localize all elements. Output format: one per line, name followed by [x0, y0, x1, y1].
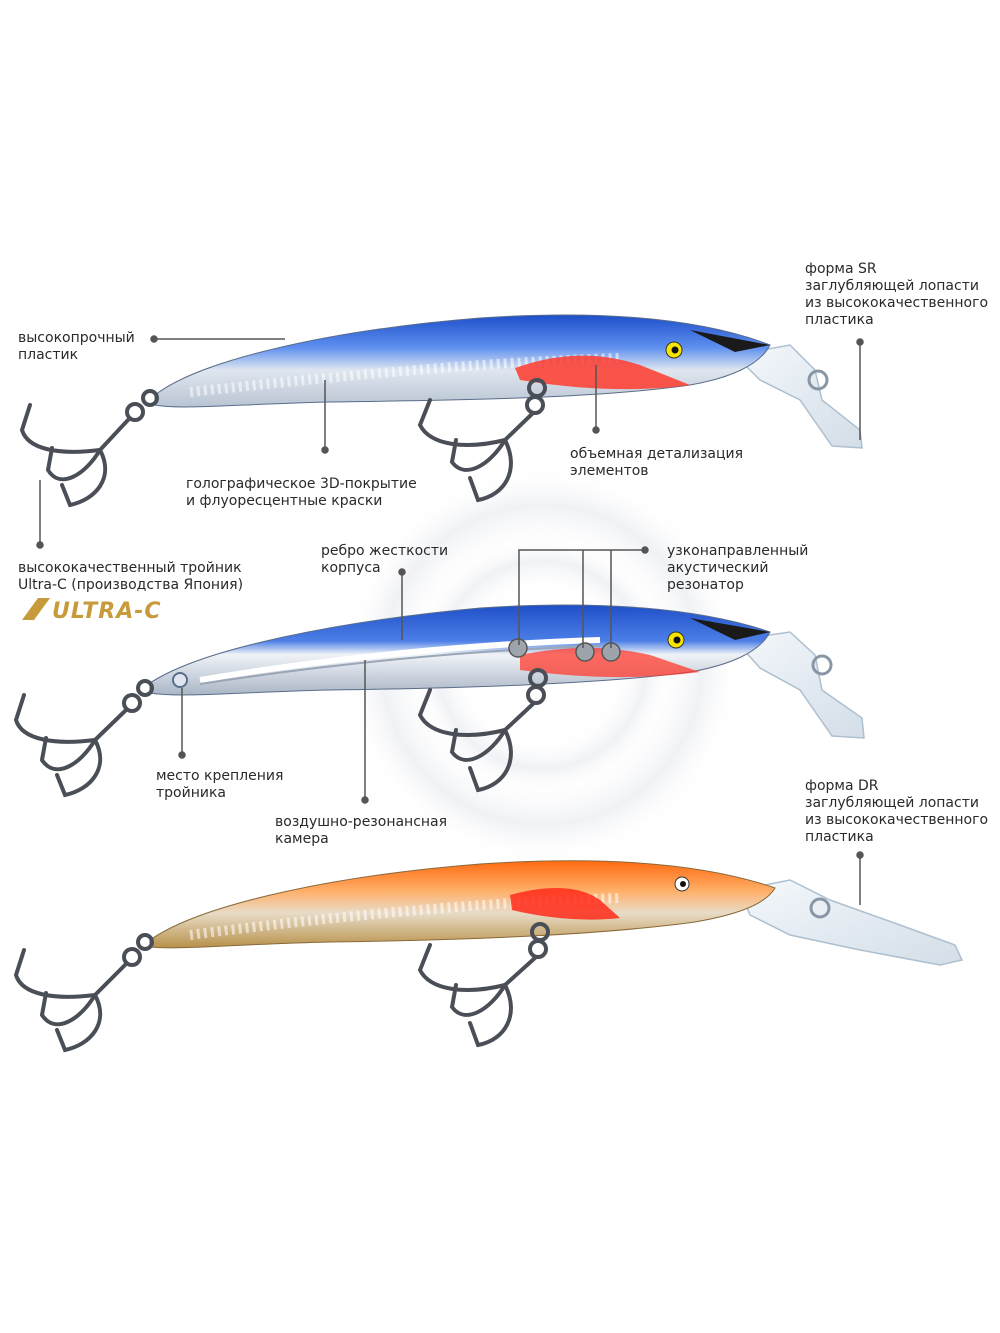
belly-treble-hook [417, 378, 547, 503]
red-gill [515, 355, 690, 390]
belly-treble-hook [417, 922, 550, 1048]
label-plastic: высокопрочный пластик [18, 330, 135, 363]
hook-mount-point [172, 672, 188, 688]
lure-body [154, 314, 771, 408]
acoustic-resonator-balls [508, 638, 621, 662]
ultra-c-logo: ULTRA-C [52, 599, 162, 624]
label-coating: голографическое 3D-покрытие и флуоресцен… [186, 476, 417, 509]
label-resonator: узконаправленный акустический резонатор [667, 543, 809, 593]
label-hook: высококачественный тройник Ultra-C (прои… [18, 560, 244, 593]
red-gill [510, 887, 620, 920]
lure-dr-orange [13, 860, 964, 1053]
lure-sr-blue [19, 314, 863, 508]
dr-lip [738, 879, 964, 966]
ultra-c-logo-mark [22, 598, 50, 620]
label-hook-mount: место крепления тройника [156, 768, 284, 801]
leader-lines [36, 335, 864, 905]
label-dr-lip: форма DR заглубляющей лопасти из высокок… [805, 778, 989, 845]
stiffening-rib [199, 637, 601, 683]
label-sr-lip: форма SR заглубляющей лопасти из высокок… [805, 261, 989, 328]
red-gill [520, 647, 700, 678]
tail-treble-hook [19, 389, 159, 508]
label-rib: ребро жесткости корпуса [321, 543, 449, 576]
label-detail: объемная детализация элементов [570, 446, 744, 479]
sr-lip [733, 344, 863, 449]
lure-sr-blue-cutaway [13, 604, 865, 798]
belly-treble-hook [417, 668, 548, 793]
tail-treble-hook [13, 679, 154, 798]
tail-treble-hook [13, 933, 154, 1053]
label-air-chamber: воздушно-резонансная камера [275, 814, 448, 847]
sr-lip [733, 631, 865, 739]
